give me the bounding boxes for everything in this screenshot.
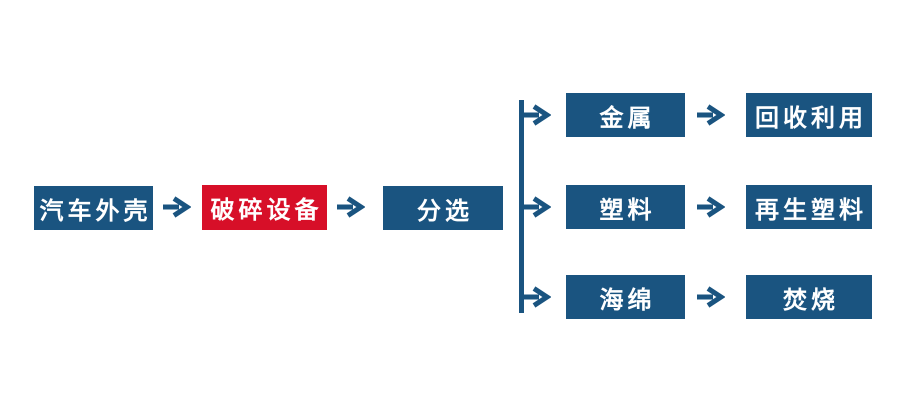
arrow-right-icon bbox=[697, 286, 725, 308]
arrow-right-icon bbox=[523, 286, 551, 308]
branch-connector-line bbox=[519, 100, 524, 313]
node-plastic: 塑料 bbox=[566, 185, 685, 229]
node-recycling: 回收利用 bbox=[746, 93, 872, 137]
node-incineration: 焚烧 bbox=[746, 275, 872, 319]
node-metal: 金属 bbox=[566, 93, 685, 137]
node-recycled-plastic: 再生塑料 bbox=[746, 185, 872, 229]
node-sponge: 海绵 bbox=[566, 275, 685, 319]
arrow-right-icon bbox=[523, 196, 551, 218]
node-car-shell: 汽车外壳 bbox=[34, 186, 153, 230]
arrow-right-icon bbox=[523, 104, 551, 126]
arrow-right-icon bbox=[697, 196, 725, 218]
node-crushing-equipment: 破碎设备 bbox=[202, 185, 327, 230]
arrow-right-icon bbox=[697, 104, 725, 126]
node-sorting: 分选 bbox=[383, 186, 503, 230]
arrow-right-icon bbox=[337, 196, 365, 218]
arrow-right-icon bbox=[163, 196, 191, 218]
